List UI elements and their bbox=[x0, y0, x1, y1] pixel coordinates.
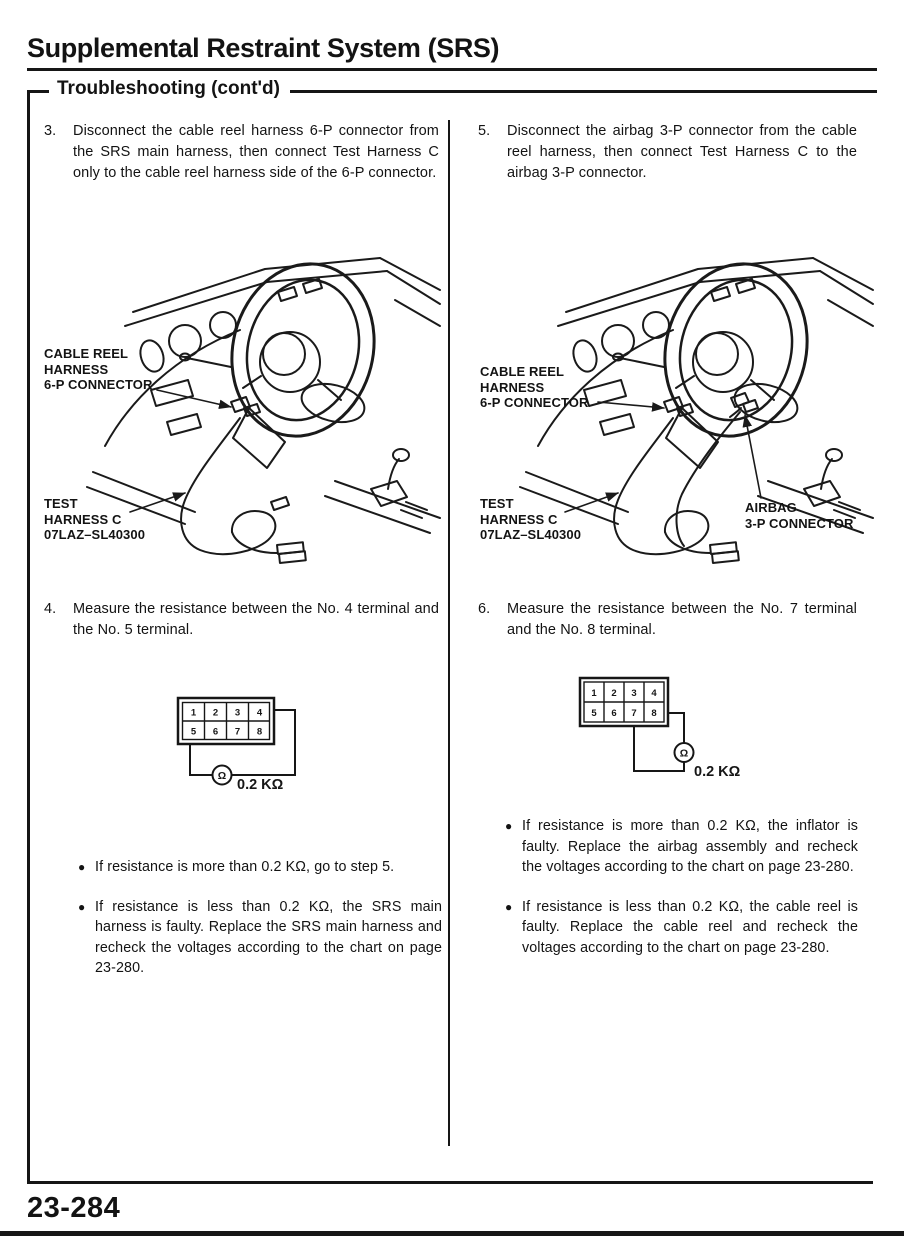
step-3: 3. Disconnect the cable reel harness 6-P… bbox=[44, 121, 439, 184]
terminal-2: 2 bbox=[213, 708, 218, 719]
result-list-left: ● If resistance is more than 0.2 KΩ, go … bbox=[78, 857, 442, 998]
ohm-symbol: Ω bbox=[680, 748, 688, 760]
column-divider bbox=[448, 120, 450, 1146]
steering-wheel bbox=[663, 262, 809, 438]
leader-arrows bbox=[564, 401, 762, 513]
bullet-icon: ● bbox=[505, 819, 513, 833]
step-5-text: Disconnect the airbag 3-P connector from… bbox=[507, 123, 857, 181]
frame-bottom-border bbox=[27, 1181, 873, 1184]
meter-wire-terminal7 bbox=[633, 726, 685, 772]
six-p-connector bbox=[230, 396, 261, 417]
steering-column bbox=[179, 352, 286, 469]
page-title: Supplemental Restraint System (SRS) bbox=[27, 33, 500, 63]
terminal-8: 8 bbox=[651, 708, 656, 719]
terminal-6: 6 bbox=[213, 727, 218, 738]
gear-shifter bbox=[757, 448, 874, 534]
list-item: ● If resistance is less than 0.2 KΩ, the… bbox=[505, 897, 858, 959]
step-4: 4. Measure the resistance between the No… bbox=[44, 599, 439, 641]
step-3-number: 3. bbox=[44, 123, 57, 139]
six-p-connector bbox=[663, 396, 694, 417]
terminal-7: 7 bbox=[631, 708, 636, 719]
frame-left-border bbox=[27, 90, 30, 1183]
terminal-3: 3 bbox=[235, 708, 240, 719]
label-test-harness-left: TEST HARNESS C 07LAZ–SL40300 bbox=[44, 496, 146, 542]
dashboard-steering-diagram-left bbox=[86, 257, 441, 564]
terminal-5: 5 bbox=[591, 708, 597, 719]
list-item: ● If resistance is more than 0.2 KΩ, go … bbox=[78, 857, 442, 878]
list-item: ● If resistance is more than 0.2 KΩ, the… bbox=[505, 816, 858, 878]
terminal-1: 1 bbox=[191, 708, 197, 719]
step-6-text: Measure the resistance between the No. 7… bbox=[507, 601, 857, 638]
steering-column bbox=[612, 352, 719, 469]
ohm-symbol: Ω bbox=[218, 770, 226, 782]
terminal-5: 5 bbox=[191, 727, 197, 738]
terminal-1: 1 bbox=[591, 688, 597, 699]
terminal-7: 7 bbox=[235, 727, 240, 738]
label-airbag-connector: AIRBAG 3-P CONNECTOR bbox=[745, 500, 854, 531]
resistance-diagram-left: 1 2 3 4 5 6 7 8 Ω 0.2 KΩ bbox=[176, 696, 296, 793]
terminal-4: 4 bbox=[257, 708, 263, 719]
meter-wire-terminal4 bbox=[231, 709, 296, 776]
bullet-icon: ● bbox=[78, 860, 86, 874]
dashboard-lines bbox=[86, 257, 441, 525]
step-5-number: 5. bbox=[478, 123, 491, 139]
connector-outline bbox=[176, 696, 276, 746]
section-heading: Troubleshooting (cont'd) bbox=[57, 78, 280, 99]
airbag-three-p-connector bbox=[729, 392, 759, 418]
bullet-icon: ● bbox=[505, 899, 513, 914]
terminal-4: 4 bbox=[651, 688, 657, 699]
ohmmeter-icon bbox=[211, 764, 233, 786]
dashboard-steering-diagram-right bbox=[519, 257, 874, 564]
resistance-value: 0.2 KΩ bbox=[694, 764, 741, 780]
result-list-right: ● If resistance is more than 0.2 KΩ, the… bbox=[505, 816, 858, 977]
page-bottom-edge bbox=[0, 1231, 904, 1236]
steering-wheel bbox=[230, 262, 376, 438]
test-harness-cable bbox=[613, 411, 741, 564]
terminal-2: 2 bbox=[611, 688, 616, 699]
connector-outline bbox=[578, 676, 670, 728]
frame-top-tick bbox=[27, 90, 49, 93]
resistance-diagram-right: 1 2 3 4 5 6 7 8 Ω 0.2 KΩ bbox=[578, 676, 741, 780]
terminal-8: 8 bbox=[257, 727, 262, 738]
meter-wire-terminal8 bbox=[668, 712, 685, 743]
page-number: 23-284 bbox=[27, 1192, 121, 1224]
leader-arrows bbox=[129, 389, 232, 513]
step-4-text: Measure the resistance between the No. 4… bbox=[73, 601, 439, 638]
terminal-3: 3 bbox=[631, 688, 636, 699]
step-6: 6. Measure the resistance between the No… bbox=[478, 599, 857, 641]
gear-shifter bbox=[324, 448, 441, 534]
label-test-harness-right: TEST HARNESS C 07LAZ–SL40300 bbox=[480, 496, 582, 542]
meter-wire-terminal5 bbox=[189, 744, 213, 776]
ohmmeter-icon bbox=[673, 742, 695, 763]
label-cable-reel-connector-left: CABLE REEL HARNESS 6-P CONNECTOR bbox=[44, 346, 153, 392]
label-cable-reel-connector-right: CABLE REEL HARNESS 6-P CONNECTOR bbox=[480, 364, 589, 410]
step-3-text: Disconnect the cable reel harness 6-P co… bbox=[73, 123, 439, 181]
resistance-value: 0.2 KΩ bbox=[237, 777, 284, 793]
section-rule bbox=[290, 90, 877, 93]
step-5: 5. Disconnect the airbag 3-P connector f… bbox=[478, 121, 857, 184]
test-harness-cable bbox=[180, 417, 307, 564]
title-rule bbox=[27, 68, 877, 71]
bullet-icon: ● bbox=[78, 899, 86, 914]
step-4-number: 4. bbox=[44, 601, 57, 617]
step-6-number: 6. bbox=[478, 601, 491, 617]
terminal-6: 6 bbox=[611, 708, 616, 719]
list-item: ● If resistance is less than 0.2 KΩ, the… bbox=[78, 897, 442, 979]
